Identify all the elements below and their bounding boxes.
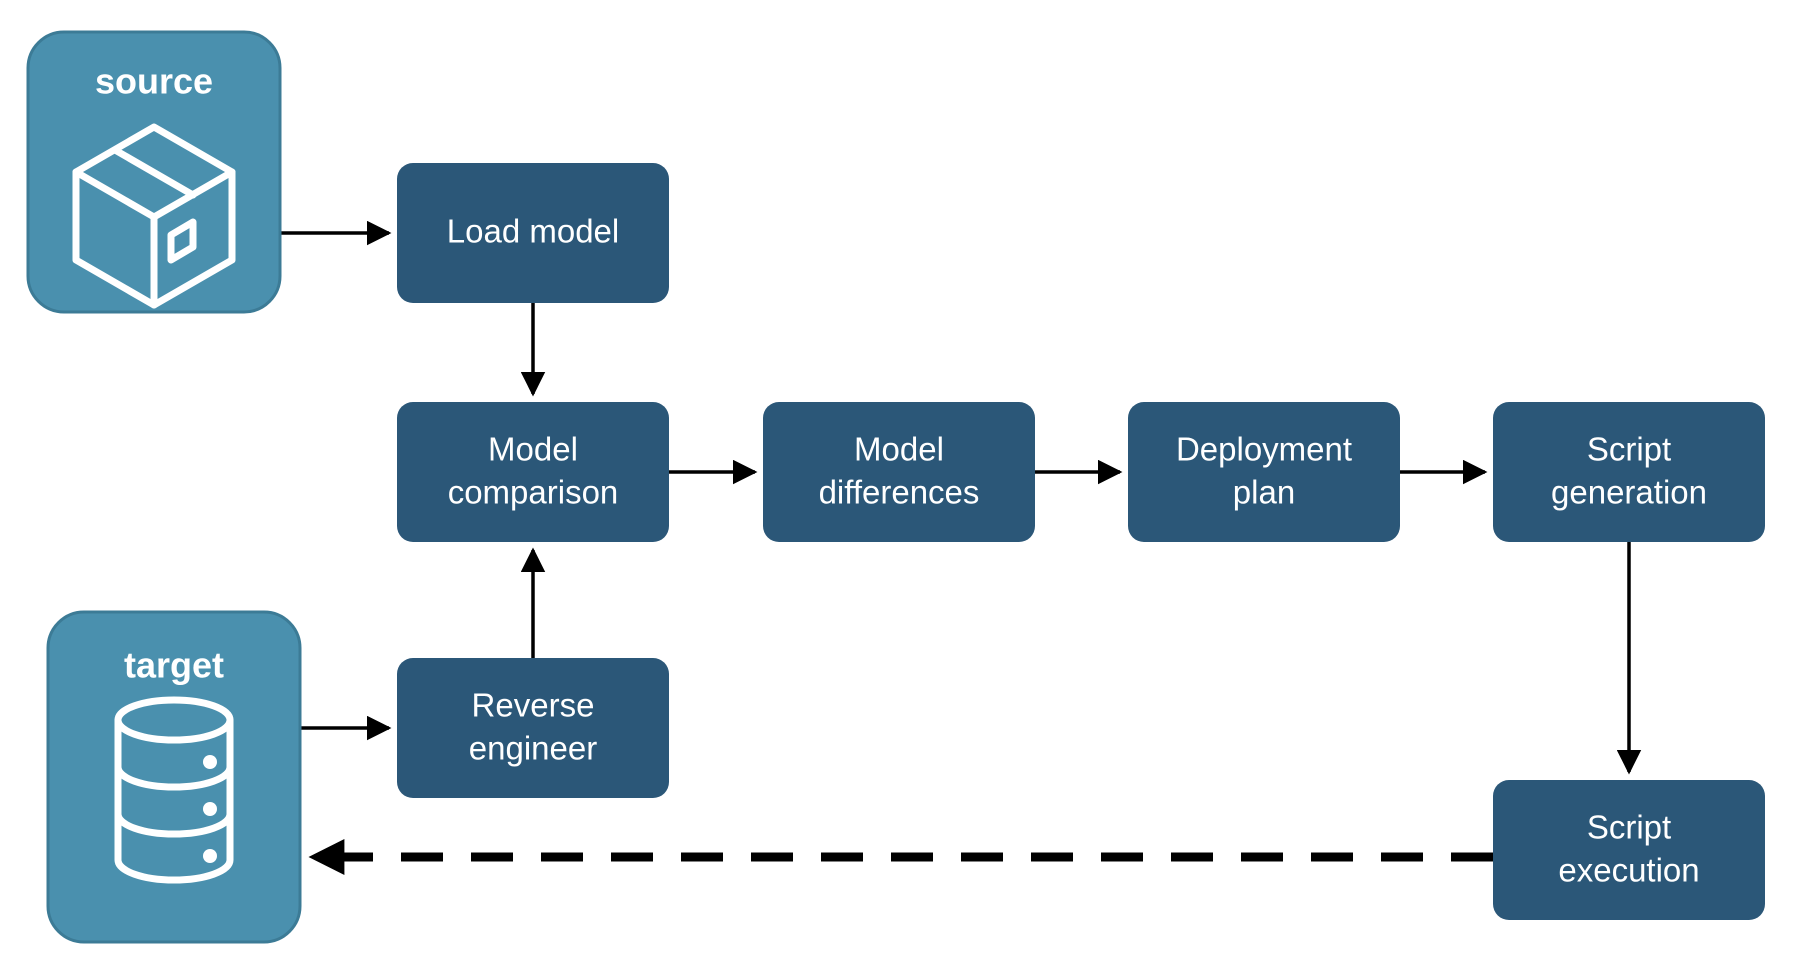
db-status-dot [203,755,217,769]
script-generation-label-line-2: generation [1551,474,1707,511]
script-generation-shape [1493,402,1765,542]
model-differences-label-line-1: Model [854,431,944,468]
load-model-shape [397,163,669,303]
node-deployment-plan[interactable]: Deployment plan [1128,402,1400,542]
script-execution-shape [1493,780,1765,920]
node-model-differences[interactable]: Model differences [763,402,1035,542]
script-execution-label-line-1: Script [1587,809,1671,846]
source-label: source [95,61,213,102]
model-comparison-label-line-2: comparison [448,474,619,511]
node-reverse-engineer[interactable]: Reverse engineer [397,658,669,798]
deployment-plan-shape [1128,402,1400,542]
database-cylinder-icon [114,696,234,884]
target-shape [46,610,302,944]
db-status-dot [203,849,217,863]
package-box-icon [72,123,236,309]
node-script-execution[interactable]: Script execution [1493,780,1765,920]
node-model-comparison[interactable]: Model comparison [397,402,669,542]
edge-layer [280,220,1642,875]
model-differences-shape [763,402,1035,542]
node-load-model[interactable]: Load model [397,163,669,303]
reverse-engineer-shape [397,658,669,798]
db-status-dot [203,802,217,816]
load-model-label-line-1: Load model [447,213,619,250]
node-target[interactable]: target [46,610,302,944]
reverse-engineer-label-line-2: engineer [469,730,597,767]
node-script-generation[interactable]: Script generation [1493,402,1765,542]
script-execution-label-line-2: execution [1558,852,1699,889]
model-comparison-label-line-1: Model [488,431,578,468]
target-label: target [124,645,224,686]
reverse-engineer-label-line-1: Reverse [472,687,595,724]
model-comparison-shape [397,402,669,542]
deployment-plan-label-line-2: plan [1233,474,1295,511]
model-differences-label-line-2: differences [819,474,980,511]
node-source[interactable]: source [26,30,282,314]
script-generation-label-line-1: Script [1587,431,1671,468]
deployment-plan-label-line-1: Deployment [1176,431,1352,468]
